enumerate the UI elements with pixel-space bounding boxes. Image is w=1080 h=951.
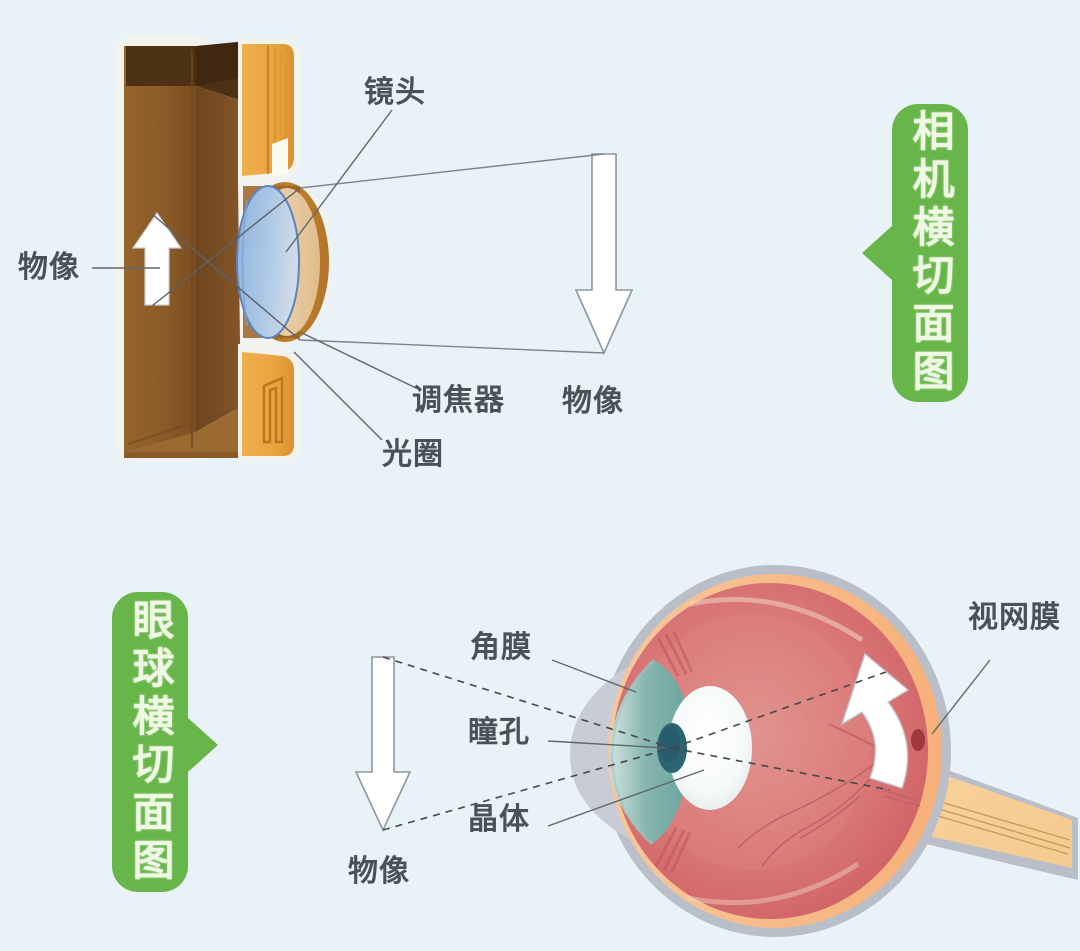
banner-camera-text: 相机横切面图 (907, 109, 955, 397)
camera-front-panel-bottom (238, 344, 300, 462)
eye-interior (612, 583, 928, 919)
camera-leader-lines (92, 109, 417, 441)
camera-outer-object-arrow (574, 153, 634, 355)
camera-label-focuser: 调焦器 (412, 384, 505, 417)
eye-lens (668, 686, 752, 810)
banner-eye-tail (188, 718, 218, 772)
eye-inner-image-arrow (840, 652, 910, 789)
eye-outer-object-arrow (354, 656, 412, 832)
camera-label-lens: 镜头 (364, 76, 426, 109)
camera-label-inner-image: 物像 (18, 251, 80, 284)
eye-label-object: 物像 (348, 855, 410, 888)
camera-label-outer-object: 物像 (562, 385, 624, 418)
camera-front-panel-top (238, 38, 300, 184)
eye-label-retina: 视网膜 (968, 601, 1061, 634)
eye-leader-lines (547, 659, 991, 827)
camera-light-rays (151, 153, 605, 354)
eye-label-pupil: 瞳孔 (468, 716, 530, 749)
eye-cornea (609, 658, 691, 846)
banner-camera: 相机横切面图 (892, 104, 968, 402)
eye-light-rays (382, 656, 891, 831)
banner-eye-text: 眼球横切面图 (127, 598, 175, 886)
camera-inner-image-arrow (131, 211, 183, 306)
eye-label-lens: 晶体 (468, 803, 530, 836)
banner-camera-tail (862, 226, 892, 280)
eye-label-cornea: 角膜 (470, 631, 532, 664)
camera-lens-assembly (236, 177, 333, 348)
camera-label-aperture: 光圈 (382, 438, 444, 471)
banner-eye: 眼球横切面图 (112, 592, 188, 892)
